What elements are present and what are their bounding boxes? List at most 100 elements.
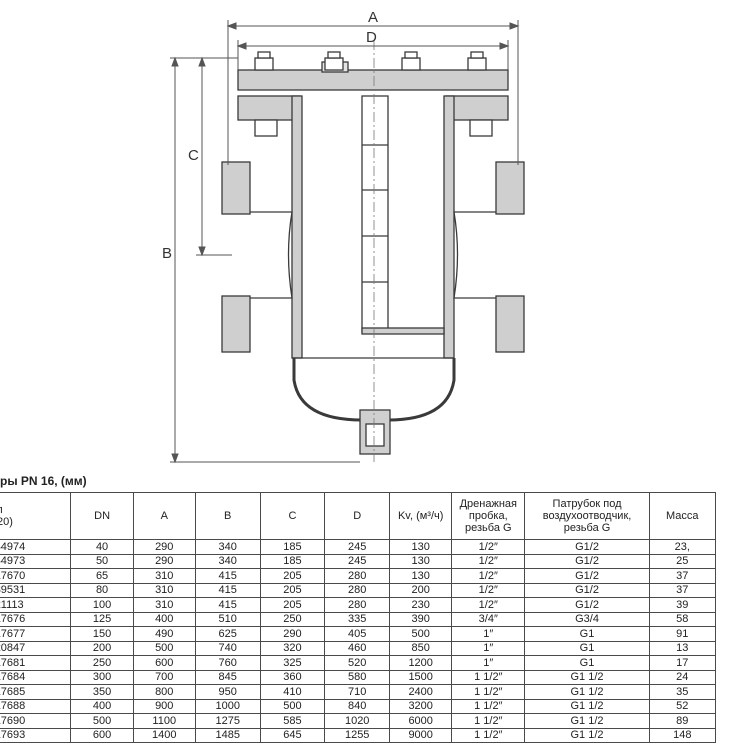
table-cell: 185 (259, 539, 326, 555)
table-cell: 1/2″ (451, 597, 526, 613)
right-pipe-flange-top (495, 161, 525, 215)
table-cell: 25 (648, 553, 717, 569)
table-cell: 37 (648, 568, 717, 584)
table-cell: 245 (324, 553, 391, 569)
table-row: 04B544973502903401852451301/2″G1/225 (0, 553, 717, 569)
table-cell: 900 (132, 698, 196, 714)
table-cell: 500 (70, 713, 134, 729)
table-cell: 230 (389, 597, 453, 613)
table-cell: 1255 (324, 727, 391, 743)
table-cell: 3/4″ (451, 611, 526, 627)
top-bolts (254, 51, 487, 71)
bottom-nuts (254, 119, 493, 137)
filter-body (221, 51, 525, 455)
table-cell: 310 (132, 597, 196, 613)
table-cell: 50 (70, 553, 134, 569)
right-housing-wall (443, 95, 455, 359)
table-cell: 148 (648, 727, 717, 743)
table-cell: 130 (389, 553, 453, 569)
table-cell: 310 (132, 582, 196, 598)
table-cell: 91 (648, 626, 717, 642)
table-cell: 760 (194, 655, 261, 671)
table-cell: 1/2″ (451, 568, 526, 584)
table-cell: 840 (324, 698, 391, 714)
table-row: 04B544974402903401852451301/2″G1/223, (0, 539, 717, 555)
table-cell: 740 (194, 640, 261, 656)
table-cell: 1485 (194, 727, 261, 743)
table-cell: 1 1/2″ (451, 684, 526, 700)
table-cell: 625 (194, 626, 261, 642)
table-cell: 280 (324, 568, 391, 584)
left-housing-wall (291, 95, 303, 359)
table-cell: 04B417693 (0, 727, 72, 743)
table-cell: 1 1/2″ (451, 727, 526, 743)
left-pipe-flange-bottom (221, 295, 251, 353)
table-cell: 250 (70, 655, 134, 671)
table-row: 04B4176761254005102503353903/4″G3/458 (0, 611, 717, 627)
table-cell: 04B417688 (0, 698, 72, 714)
table-cell: G1 (524, 655, 650, 671)
table-row: 04B417670653104152052801301/2″G1/237 (0, 568, 717, 584)
table-cell: 1″ (451, 655, 526, 671)
table-cell: 310 (132, 568, 196, 584)
table-cell: 600 (70, 727, 134, 743)
table-cell: 245 (324, 539, 391, 555)
table-cell: 950 (194, 684, 261, 700)
table-cell: G1/2 (524, 568, 650, 584)
table-cell: 13 (648, 640, 717, 656)
table-cell: 37 (648, 582, 717, 598)
table-cell: 460 (324, 640, 391, 656)
dimension-label-c: C (188, 147, 199, 164)
header-mass: Масса (648, 492, 717, 540)
table-cell: 205 (259, 568, 326, 584)
header-d: D (324, 492, 391, 540)
header-air-vent-nozzle: Патрубок под воздухоотводчик, резьба G (524, 492, 650, 540)
table-cell: 415 (194, 582, 261, 598)
right-nozzle (453, 211, 514, 299)
header-c: C (259, 492, 326, 540)
bottom-plate (361, 327, 445, 335)
baffle (361, 95, 389, 333)
table-cell: G1 (524, 626, 650, 642)
table-cell: 360 (259, 669, 326, 685)
table-row: 04B439531803104152052802001/2″G1/237 (0, 582, 717, 598)
table-cell: 52 (648, 698, 717, 714)
table-cell: 500 (389, 626, 453, 642)
table-cell: 1/2″ (451, 582, 526, 598)
table-row: 04B41768535080095041071024001 1/2″G1 1/2… (0, 684, 717, 700)
table-cell: G1/2 (524, 553, 650, 569)
table-cell: 800 (132, 684, 196, 700)
table-cell: 04B417690 (0, 713, 72, 729)
table-cell: 850 (389, 640, 453, 656)
table-cell: 390 (389, 611, 453, 627)
table-row: 04B41769360014001485645125590001 1/2″G1 … (0, 727, 717, 743)
table-cell: 700 (132, 669, 196, 685)
table-cell: G1/2 (524, 597, 650, 613)
table-cell: 04B417676 (0, 611, 72, 627)
table-row: 04B41768430070084536058015001 1/2″G1 1/2… (0, 669, 717, 685)
table-cell: 645 (259, 727, 326, 743)
table-cell: 04B417681 (0, 655, 72, 671)
right-pipe-flange-bottom (495, 295, 525, 353)
table-cell: 490 (132, 626, 196, 642)
table-cell: G1 1/2 (524, 698, 650, 714)
table-cell: 130 (389, 568, 453, 584)
table-cell: 205 (259, 597, 326, 613)
table-cell: 04B544973 (0, 553, 72, 569)
table-cell: 205 (259, 582, 326, 598)
table-cell: 3200 (389, 698, 453, 714)
dimension-lines (170, 20, 520, 464)
table-cell: 290 (132, 539, 196, 555)
specification-table: ртикул л. ст. 20) DN A B C D Kv, (м³/ч) … (0, 492, 717, 743)
table-header-row: ртикул л. ст. 20) DN A B C D Kv, (м³/ч) … (0, 492, 717, 540)
table-cell: 350 (70, 684, 134, 700)
table-cell: 04B421113 (0, 597, 72, 613)
table-cell: 185 (259, 553, 326, 569)
table-cell: 04B417670 (0, 568, 72, 584)
dimension-label-b: B (162, 245, 172, 262)
table-cell: 04B417684 (0, 669, 72, 685)
table-row: 04B417688400900100050084032001 1/2″G1 1/… (0, 698, 717, 714)
header-drain-plug: Дренажная пробка, резьба G (451, 492, 526, 540)
